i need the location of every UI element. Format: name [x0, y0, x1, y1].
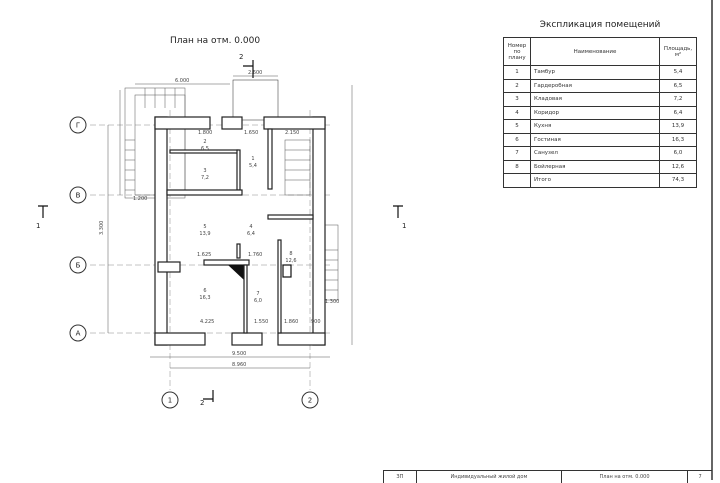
axis-bubbles: Г В Б А 1 2	[69, 116, 319, 409]
room-area: 13,9	[199, 231, 210, 237]
svg-text:1.625: 1.625	[197, 252, 211, 258]
porch-stairs	[124, 79, 339, 301]
svg-text:900: 900	[311, 319, 321, 325]
axis-label: 2	[308, 397, 312, 405]
dimension-lines	[107, 75, 353, 369]
section-label-left: 1	[36, 222, 40, 230]
stamp-sheet-title: План на отм. 0.000	[560, 471, 687, 483]
dimension-labels: 6.000 2.600 1.800 1.650 2.150 1.200 1.62…	[99, 70, 339, 368]
room-area: 6,0	[254, 298, 262, 304]
room-area: 6,4	[247, 231, 255, 237]
svg-text:1.650: 1.650	[244, 130, 258, 136]
section-label-right: 1	[402, 222, 406, 230]
row-area: 74,3	[659, 173, 697, 188]
room-num: 3	[203, 168, 206, 174]
axis-bubble	[161, 391, 179, 409]
explication-title: Экспликация помещений	[539, 20, 661, 30]
axis-label: А	[76, 330, 81, 338]
header-area: Площадь, м²	[659, 37, 697, 66]
svg-text:9.500: 9.500	[232, 351, 246, 357]
explication-table: Номер по плану Наименование Площадь, м² …	[503, 37, 697, 188]
room-labels: 15,4 26,5 37,2 46,4 513,9 616,3 76,0 812,6	[199, 139, 296, 304]
walls	[154, 116, 326, 346]
svg-text:2.600: 2.600	[248, 70, 262, 76]
stamp-sheet-number: 7	[687, 471, 712, 483]
room-num: 4	[249, 224, 252, 230]
room-num: 2	[203, 139, 206, 145]
room-area: 16,3	[199, 295, 210, 301]
svg-text:3.300: 3.300	[99, 221, 105, 235]
room-area: 6,5	[201, 146, 209, 152]
axis-label: Г	[76, 122, 80, 130]
svg-text:1.860: 1.860	[284, 319, 298, 325]
svg-text:1.200: 1.200	[133, 196, 147, 202]
svg-text:2.150: 2.150	[285, 130, 299, 136]
svg-text:1.300: 1.300	[325, 299, 339, 305]
room-num: 8	[289, 251, 292, 257]
section-marks	[38, 60, 403, 402]
stamp-project: Индивидуальный жилой дом	[415, 471, 561, 483]
header-name: Наименование	[530, 37, 660, 66]
svg-text:6.000: 6.000	[175, 78, 189, 84]
room-area: 7,2	[201, 175, 209, 181]
svg-text:1.800: 1.800	[198, 130, 212, 136]
axis-bubble	[301, 391, 319, 409]
stamp-code: ЗП	[383, 471, 416, 483]
section-label-bottom: 2	[200, 399, 204, 407]
axis-bubble	[69, 256, 87, 274]
room-num: 7	[256, 291, 259, 297]
svg-text:1.760: 1.760	[248, 252, 262, 258]
table-header: Номер по плану Наименование Площадь, м²	[503, 37, 697, 66]
svg-text:1.550: 1.550	[254, 319, 268, 325]
room-num: 1	[251, 156, 254, 162]
axis-bubble	[69, 116, 87, 134]
room-num: 5	[203, 224, 206, 230]
svg-text:4.225: 4.225	[200, 319, 214, 325]
axis-label: 1	[168, 397, 172, 405]
section-label-top: 2	[239, 53, 243, 61]
axis-label: Б	[76, 262, 81, 270]
plan-title: План на отм. 0.000	[170, 36, 261, 46]
header-number: Номер по плану	[503, 37, 531, 66]
svg-text:8.960: 8.960	[232, 362, 246, 368]
axis-bubble	[69, 186, 87, 204]
axis-bubble	[69, 324, 87, 342]
axis-label: В	[76, 192, 81, 200]
room-area: 12,6	[285, 258, 296, 264]
room-area: 5,4	[249, 163, 257, 169]
room-num: 6	[203, 288, 206, 294]
title-block: ЗП Индивидуальный жилой дом План на отм.…	[383, 470, 712, 483]
